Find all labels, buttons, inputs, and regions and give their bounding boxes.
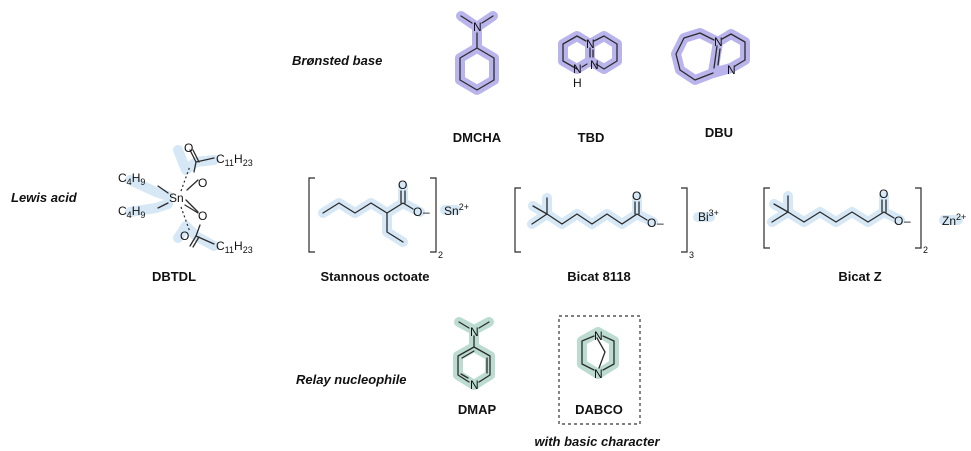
dbtdl-bonds: [157, 149, 215, 248]
dabco-bonds: [581, 335, 615, 371]
label-dmap: DMAP: [458, 402, 497, 417]
stannous-octoate-stoichiometry: 2: [438, 250, 443, 260]
bicat-8118-o-carbonyl: O: [632, 189, 641, 203]
stannous-octoate-bonds: [322, 190, 414, 243]
svg-text:C11H23: C11H23: [216, 152, 253, 168]
bicat-8118-bracket-right: [681, 187, 688, 253]
tbd-n-imine-atom: N: [590, 58, 599, 72]
structure-dmcha: N DMCHA: [453, 11, 502, 145]
dabco-note: with basic character: [535, 434, 661, 449]
dbtdl-c11h23-top: C11H23: [216, 152, 253, 168]
category-bronsted-base: Brønsted base: [292, 53, 382, 68]
dmcha-n-atom: N: [473, 20, 482, 34]
label-dbu: DBU: [705, 125, 733, 140]
bicat-z-highlight: [767, 191, 963, 227]
stannous-octoate-bracket-left: [308, 177, 315, 253]
dabco-n-top-atom: N: [594, 329, 603, 343]
bicat-z-bracket-left: [763, 187, 770, 249]
dbtdl-c4h9-bottom: C4H9: [118, 204, 145, 220]
stannous-octoate-metal-ion: Sn2+: [444, 202, 469, 218]
dmcha-bonds: [459, 15, 495, 91]
dbtdl-o-ester-top: O: [198, 176, 207, 190]
label-bicat-8118: Bicat 8118: [567, 269, 631, 284]
structure-dmap: N N DMAP: [453, 317, 497, 417]
bicat-z-bonds: [771, 195, 895, 223]
bicat-8118-bonds: [531, 197, 648, 225]
dbtdl-c4h9-top: C4H9: [118, 171, 145, 187]
dbu-n-imine-atom: N: [727, 63, 736, 77]
tbd-nh-atom: N: [573, 62, 582, 76]
structure-tbd: N N N H TBD: [558, 31, 622, 145]
stannous-octoate-o-anion: O: [413, 205, 422, 219]
structure-dbtdl: C4H9 C4H9 Sn O O O O C11H23 C11H23 DBTDL: [118, 141, 253, 284]
bicat-8118-minus: –: [657, 216, 664, 230]
stannous-octoate-bracket-right: [430, 177, 437, 253]
svg-text:C11H23: C11H23: [216, 239, 253, 255]
dbu-bonds: [675, 32, 746, 81]
dabco-n-bottom-atom: N: [594, 367, 603, 381]
structure-bicat-z: O O – 2 Zn2+ Bicat Z: [763, 187, 966, 284]
label-bicat-z: Bicat Z: [838, 269, 881, 284]
dbtdl-o-carbonyl-top: O: [184, 141, 193, 155]
tbd-h-atom: H: [573, 76, 582, 90]
svg-text:C4H9: C4H9: [118, 171, 145, 187]
bicat-8118-stoichiometry: 3: [689, 250, 694, 260]
structure-dbu: N N DBU: [671, 28, 750, 140]
tbd-n-bridge-atom: N: [586, 37, 595, 51]
label-dbtdl: DBTDL: [152, 269, 196, 284]
bicat-8118-bracket-left: [514, 187, 521, 253]
label-dabco: DABCO: [575, 402, 623, 417]
category-relay-nucleophile: Relay nucleophile: [296, 372, 407, 387]
bicat-8118-metal-ion: Bi3+: [698, 208, 719, 224]
dmap-bonds: [457, 321, 491, 383]
label-tbd: TBD: [578, 130, 605, 145]
label-stannous-octoate: Stannous octoate: [320, 269, 429, 284]
label-dmcha: DMCHA: [453, 130, 502, 145]
dbu-n-bridge-atom: N: [714, 35, 723, 49]
bicat-z-metal-ion: Zn2+: [942, 212, 966, 228]
bicat-z-o-anion: O: [894, 214, 903, 228]
stannous-octoate-o-carbonyl: O: [398, 178, 407, 192]
dmap-n-ring-atom: N: [470, 378, 479, 392]
structure-stannous-octoate: O O – 2 Sn2+ Stannous octoate: [308, 177, 469, 284]
structure-dabco: N N DABCO with basic character: [535, 315, 661, 449]
tbd-bonds: [562, 35, 618, 70]
dbtdl-o-carbonyl-bottom: O: [180, 229, 189, 243]
stannous-octoate-minus: –: [423, 205, 430, 219]
bicat-8118-o-anion: O: [647, 216, 656, 230]
dbtdl-c11h23-bottom: C11H23: [216, 239, 253, 255]
dbtdl-o-ester-bottom: O: [198, 209, 207, 223]
dbtdl-sn-atom: Sn: [169, 191, 184, 205]
bicat-z-bracket-right: [915, 187, 922, 249]
dmap-n-amine-atom: N: [470, 325, 479, 339]
bicat-z-o-carbonyl: O: [879, 187, 888, 201]
bicat-z-stoichiometry: 2: [923, 245, 928, 255]
structure-bicat-8118: O O – 3 Bi3+ Bicat 8118: [514, 187, 719, 284]
category-lewis-acid: Lewis acid: [11, 190, 78, 205]
dabco-dashed-box: [558, 315, 641, 425]
bicat-z-minus: –: [904, 214, 911, 228]
svg-text:C4H9: C4H9: [118, 204, 145, 220]
bicat-8118-highlight: [527, 192, 715, 229]
